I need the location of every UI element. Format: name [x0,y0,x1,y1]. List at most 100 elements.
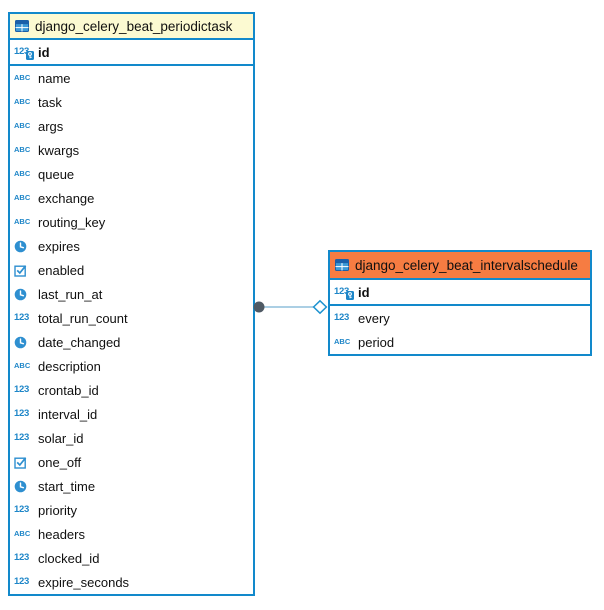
datetime-type-icon [14,240,27,253]
column-name: description [38,358,101,374]
column-row[interactable]: 123 ABC 123 date_changed [10,330,253,354]
primary-key-icon: 123 [14,47,34,60]
text-type-icon: ABC [334,337,351,347]
table-header[interactable]: django_celery_beat_periodictask [10,14,253,40]
column-type-icon: 123 ABC 123 [14,456,38,469]
column-type-icon: 123 ABC 123 [14,74,38,82]
column-name: interval_id [38,406,98,422]
text-type-icon: ABC [14,217,31,227]
table-title: django_celery_beat_periodictask [35,18,233,34]
column-row[interactable]: 123 ABC 123 crontab_id [10,378,253,402]
column-name: every [358,310,390,326]
key-badge-icon [345,290,354,300]
table-icon [335,259,349,271]
column-row[interactable]: 123 ABC 123 start_time [10,474,253,498]
column-row[interactable]: 123 ABC 123 expire_seconds [10,570,253,594]
table-header[interactable]: django_celery_beat_intervalschedule [330,252,590,280]
column-name: crontab_id [38,382,99,398]
column-row[interactable]: 123 ABC 123 every [330,306,590,330]
column-type-icon: 123 ABC 123 [14,218,38,226]
column-row[interactable]: 123 ABC 123 kwargs [10,138,253,162]
column-row[interactable]: 123 ABC 123 interval_id [10,402,253,426]
column-type-icon: 123 ABC 123 [14,409,38,419]
column-row[interactable]: 123 ABC 123 task [10,90,253,114]
column-name: headers [38,526,85,542]
relation-link[interactable] [248,294,334,320]
column-row[interactable]: 123 ABC 123 solar_id [10,426,253,450]
column-row[interactable]: 123 ABC 123 period [330,330,590,354]
columns-section: 123 ABC 123 name 123 ABC 123 task 123 AB… [10,66,253,594]
column-name: id [358,284,370,300]
column-row[interactable]: 123 ABC 123 name [10,66,253,90]
primary-key-section: 123 ABC 123 id [10,40,253,66]
column-row[interactable]: 123 ABC 123 queue [10,162,253,186]
boolean-type-icon [14,456,28,469]
text-type-icon: ABC [14,361,31,371]
column-row[interactable]: 123 ABC 123 description [10,354,253,378]
entity-table-intervalschedule: django_celery_beat_intervalschedule 123 … [328,250,592,356]
column-row[interactable]: 123 ABC 123 args [10,114,253,138]
column-type-icon: 123 ABC 123 [14,336,38,349]
column-type-icon: 123 ABC 123 [14,530,38,538]
column-row[interactable]: 123 ABC 123 id [10,40,253,64]
column-type-icon: 123 ABC 123 [14,480,38,493]
text-type-icon: ABC [14,193,31,203]
text-type-icon: ABC [14,121,31,131]
column-name: task [38,94,62,110]
columns-section: 123 ABC 123 every 123 ABC 123 period [330,306,590,354]
column-type-icon: 123 ABC 123 [334,338,358,346]
column-name: enabled [38,262,85,278]
column-type-icon: 123 ABC 123 [14,194,38,202]
column-type-icon: 123 ABC 123 [14,362,38,370]
column-row[interactable]: 123 ABC 123 routing_key [10,210,253,234]
column-row[interactable]: 123 ABC 123 id [330,280,590,304]
boolean-type-icon [14,264,28,277]
number-type-icon: 123 [14,384,29,396]
table-icon [15,20,29,32]
column-name: last_run_at [38,286,103,302]
column-row[interactable]: 123 ABC 123 expires [10,234,253,258]
column-type-icon: 123 ABC 123 [14,433,38,443]
column-name: expire_seconds [38,574,130,590]
column-name: date_changed [38,334,121,350]
column-name: start_time [38,478,96,494]
text-type-icon: ABC [14,169,31,179]
column-row[interactable]: 123 ABC 123 total_run_count [10,306,253,330]
column-type-icon: 123 ABC 123 [14,553,38,563]
column-row[interactable]: 123 ABC 123 enabled [10,258,253,282]
column-type-icon: 123 ABC 123 [14,288,38,301]
datetime-type-icon [14,480,27,493]
number-type-icon: 123 [14,408,29,420]
column-row[interactable]: 123 ABC 123 last_run_at [10,282,253,306]
text-type-icon: ABC [14,145,31,155]
datetime-type-icon [14,288,27,301]
column-type-icon: 123 ABC 123 [14,505,38,515]
text-type-icon: ABC [14,97,31,107]
column-type-icon: 123 ABC 123 [14,47,38,60]
column-name: solar_id [38,430,84,446]
column-row[interactable]: 123 ABC 123 exchange [10,186,253,210]
column-type-icon: 123 ABC 123 [14,577,38,587]
column-row[interactable]: 123 ABC 123 one_off [10,450,253,474]
column-name: priority [38,502,78,518]
number-type-icon: 123 [14,312,29,324]
column-type-icon: 123 ABC 123 [14,313,38,323]
relation-source-dot [253,301,265,313]
column-type-icon: 123 ABC 123 [334,287,358,300]
column-row[interactable]: 123 ABC 123 headers [10,522,253,546]
column-type-icon: 123 ABC 123 [14,98,38,106]
primary-key-icon: 123 [334,287,354,300]
column-type-icon: 123 ABC 123 [14,240,38,253]
column-type-icon: 123 ABC 123 [14,170,38,178]
primary-key-section: 123 ABC 123 id [330,280,590,306]
column-name: exchange [38,190,95,206]
column-name: routing_key [38,214,106,230]
column-name: clocked_id [38,550,100,566]
column-name: total_run_count [38,310,128,326]
entity-table-periodictask: django_celery_beat_periodictask 123 ABC … [8,12,255,596]
column-row[interactable]: 123 ABC 123 clocked_id [10,546,253,570]
number-type-icon: 123 [14,576,29,588]
column-row[interactable]: 123 ABC 123 priority [10,498,253,522]
column-name: id [38,44,50,60]
